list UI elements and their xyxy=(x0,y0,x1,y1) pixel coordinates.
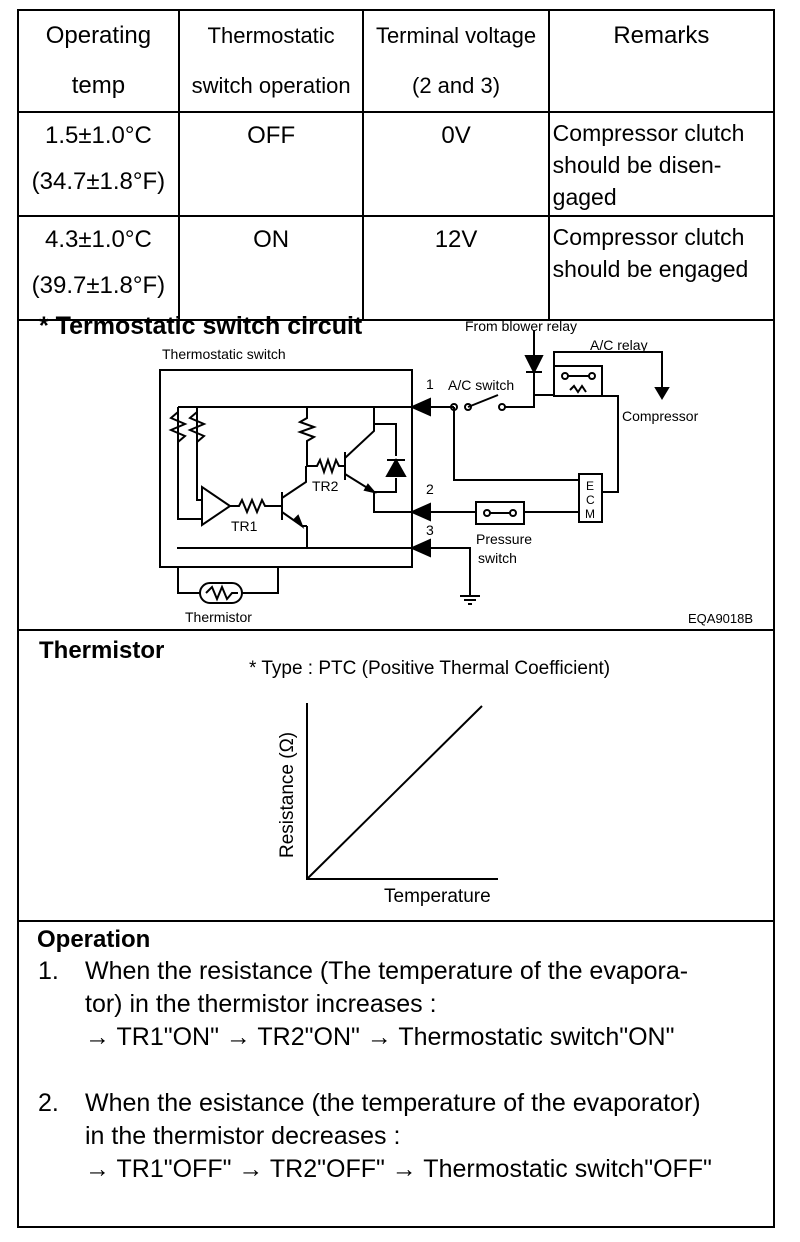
operation-item-line: → TR1"ON" → TR2"ON" → Thermostatic switc… xyxy=(85,1023,675,1051)
circuit-section: * Termostatic switch circuit xyxy=(17,309,775,631)
operation-item-number: 2. xyxy=(38,1089,59,1117)
terminal-1-connector xyxy=(409,397,431,417)
header-terminal-voltage: Terminal voltage(2 and 3) xyxy=(362,9,550,113)
operation-section: Operation 1. When the resistance (The te… xyxy=(17,922,775,1228)
resistor-icon xyxy=(168,411,188,443)
label-ecm-m: M xyxy=(585,507,595,521)
operation-item-number: 1. xyxy=(38,957,59,985)
label-terminal-3: 3 xyxy=(426,522,434,538)
table-row: 4.3±1.0°C(39.7±1.8°F) ON 12V Compressor … xyxy=(17,215,776,321)
graph-ylabel: Resistance (Ω) xyxy=(277,732,298,858)
cell-temp: 1.5±1.0°C(34.7±1.8°F) xyxy=(17,111,180,217)
thermistor-icon xyxy=(199,582,243,604)
label-compressor: Compressor xyxy=(622,408,699,424)
thermistor-type-note: * Type : PTC (Positive Thermal Coefficie… xyxy=(249,658,611,679)
table-row: 1.5±1.0°C(34.7±1.8°F) OFF 0V Compressor … xyxy=(17,111,776,217)
terminal-3-connector xyxy=(409,538,431,558)
label-from-blower-relay: From blower relay xyxy=(465,318,577,334)
header-remarks: Remarks xyxy=(547,9,776,113)
resistor-icon xyxy=(187,411,207,443)
circuit-diagram: Thermostatic switch From blower relay A/… xyxy=(159,318,753,626)
terminal-2-connector xyxy=(409,502,431,522)
label-ac-switch: A/C switch xyxy=(448,377,514,393)
blower-relay-diode xyxy=(524,355,544,375)
opamp-icon xyxy=(201,485,232,527)
thermistor-title: Thermistor xyxy=(39,637,165,664)
label-thermistor: Thermistor xyxy=(185,609,252,625)
resistor-icon xyxy=(297,407,317,466)
graph-xlabel: Temperature xyxy=(384,886,491,907)
operation-item-line: When the esistance (the temperature of t… xyxy=(85,1089,701,1117)
resistor-icon xyxy=(307,456,345,476)
cell-operation: OFF xyxy=(177,111,365,217)
circuit-title: * Termostatic switch circuit xyxy=(39,312,363,340)
label-ecm-e: E xyxy=(586,479,594,493)
cell-operation: ON xyxy=(177,215,365,321)
label-tr2: TR2 xyxy=(312,478,339,494)
label-ac-relay: A/C relay xyxy=(590,337,648,353)
operation-item-line: When the resistance (The temperature of … xyxy=(85,957,689,985)
graph-axes xyxy=(306,703,498,880)
thermostatic-switch-box xyxy=(159,369,413,568)
ecm-box xyxy=(578,473,603,523)
label-ecm-c: C xyxy=(586,493,595,507)
ptc-line xyxy=(306,705,483,880)
cell-voltage: 0V xyxy=(362,111,550,217)
label-terminal-1: 1 xyxy=(426,376,434,392)
compressor-arrow xyxy=(654,387,670,400)
cell-temp: 4.3±1.0°C(39.7±1.8°F) xyxy=(17,215,180,321)
thermistor-section: Thermistor * Type : PTC (Positive Therma… xyxy=(17,631,775,922)
operation-item-line: tor) in the thermistor increases : xyxy=(85,990,437,1018)
ac-relay-icon xyxy=(553,365,603,397)
label-pressure: Pressure xyxy=(476,531,532,547)
label-terminal-2: 2 xyxy=(426,481,434,497)
cell-voltage: 12V xyxy=(362,215,550,321)
diode-icon xyxy=(385,457,407,477)
operation-item-line: in the thermistor decreases : xyxy=(85,1122,401,1150)
ptc-graph: Temperature Resistance (Ω) xyxy=(277,703,498,907)
label-thermostatic-switch: Thermostatic switch xyxy=(162,346,286,362)
operation-title: Operation xyxy=(37,926,151,953)
resistor-icon xyxy=(230,497,282,515)
label-tr1: TR1 xyxy=(231,518,258,534)
operation-item-line: → TR1"OFF" → TR2"OFF" → Thermostatic swi… xyxy=(85,1155,712,1183)
ac-switch-icon xyxy=(467,394,499,408)
label-figure-code: EQA9018B xyxy=(688,611,753,626)
label-switch: switch xyxy=(478,550,517,566)
